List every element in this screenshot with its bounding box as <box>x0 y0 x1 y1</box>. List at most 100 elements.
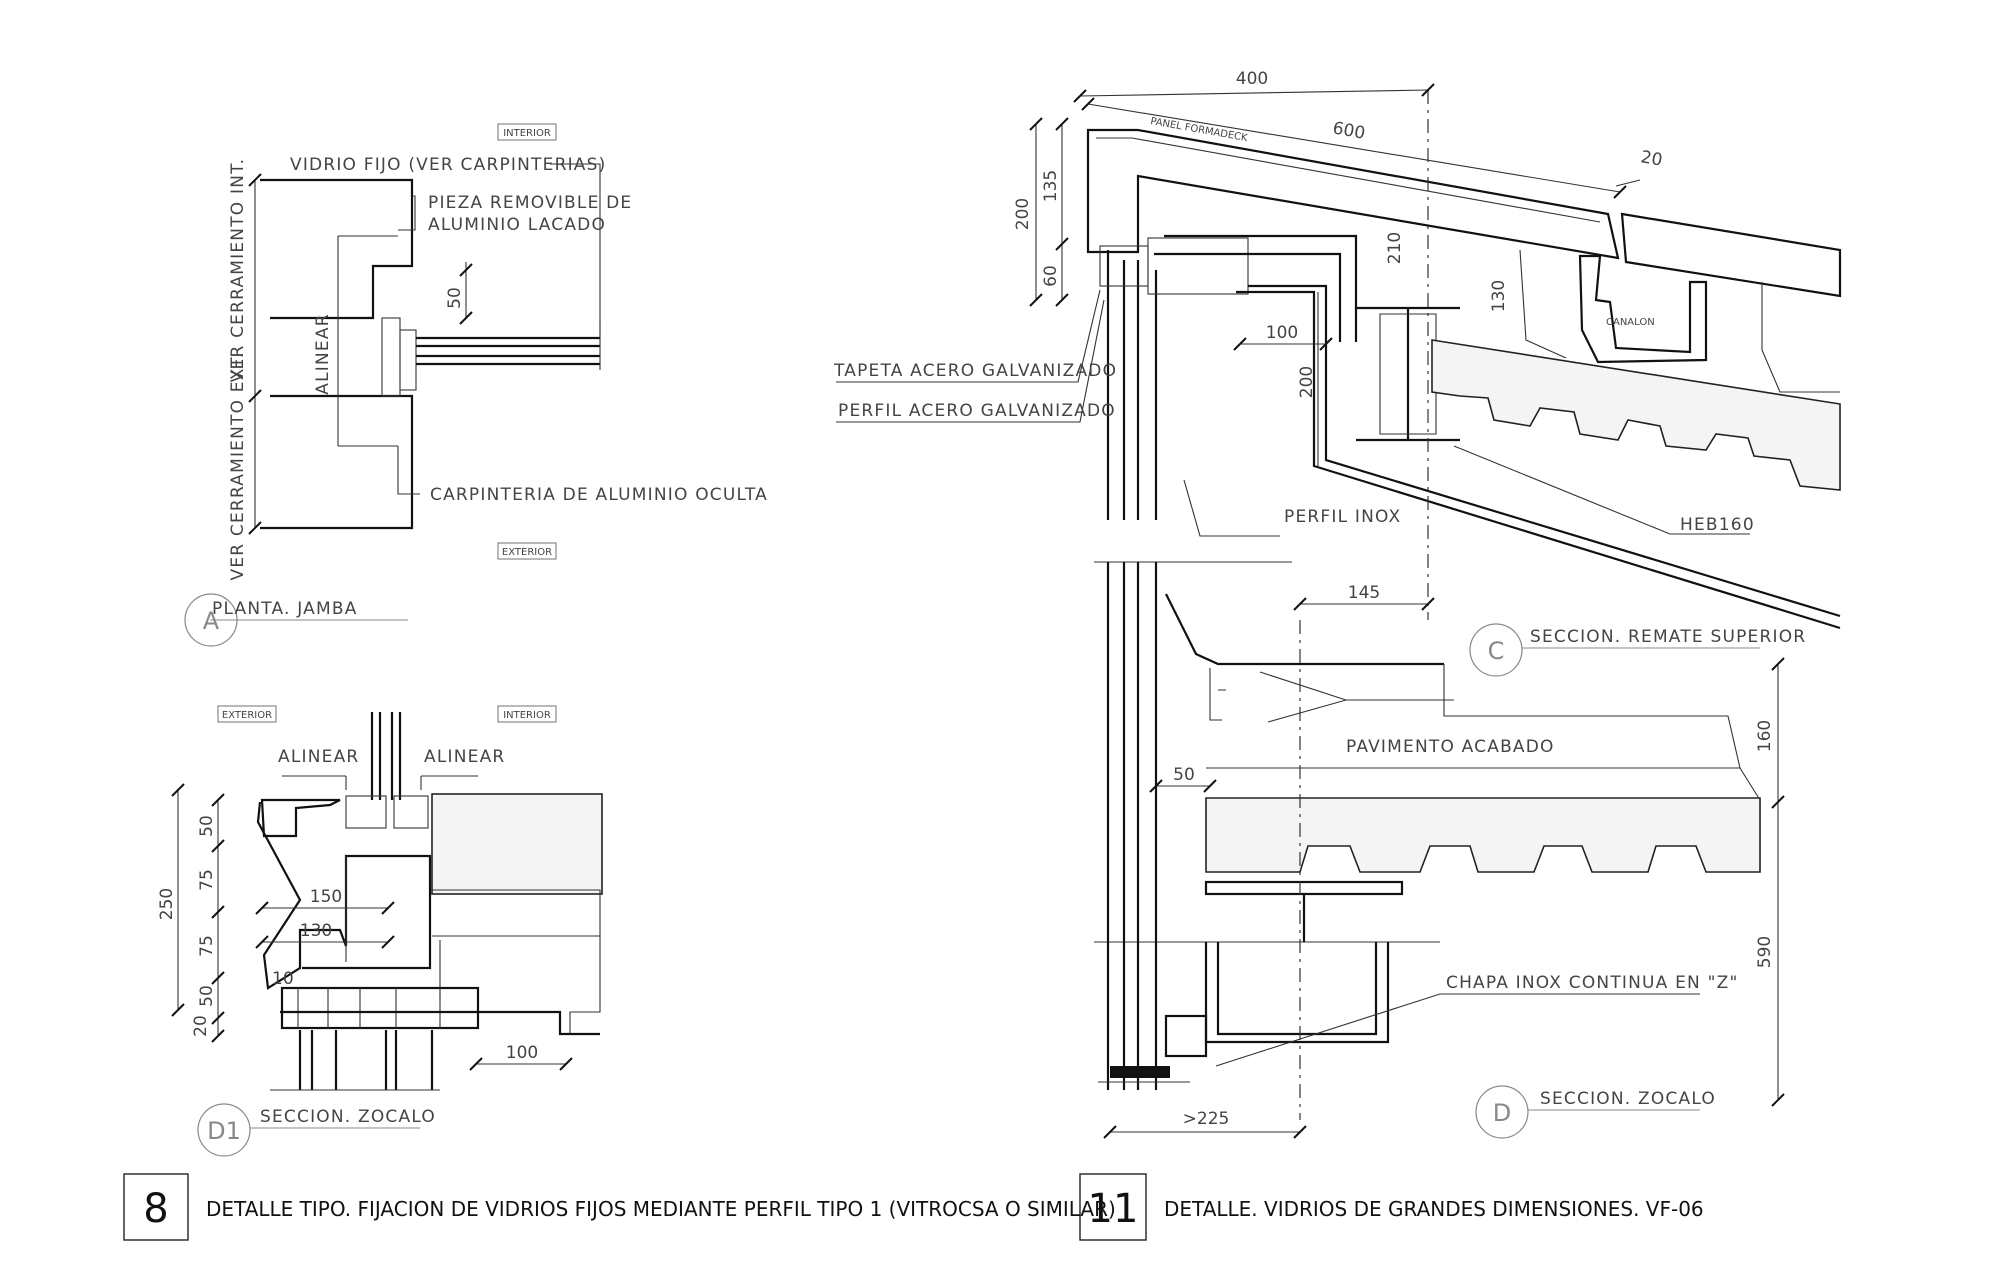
label-perfil-galv: PERFIL ACERO GALVANIZADO <box>838 401 1116 421</box>
caption-d: SECCION. ZOCALO <box>1540 1089 1716 1109</box>
dim-50b-text: 50 <box>197 985 217 1007</box>
perfil-galv-leader <box>836 299 1105 423</box>
tag-exterior-a <box>497 542 557 560</box>
label-pieza-removible-1: PIEZA REMOVIBLE DE <box>428 193 632 213</box>
dim-400-line <box>1079 89 1429 97</box>
label-alinear-right: ALINEAR <box>424 747 505 767</box>
cerramiento-ticks <box>248 173 262 535</box>
dim-600-text: 600 <box>1331 118 1366 143</box>
tag-interior-a <box>497 123 557 141</box>
base-profile <box>1164 1014 1208 1058</box>
title-11-text: DETALLE. VIDRIOS DE GRANDES DIMENSIONES.… <box>1164 1197 1704 1221</box>
caption-d1: SECCION. ZOCALO <box>260 1107 436 1127</box>
marker-d-circle <box>1475 1085 1529 1139</box>
plinth-top-profile <box>260 798 341 838</box>
dim-20c-leader <box>1615 179 1641 187</box>
heb160-web <box>1379 313 1437 435</box>
dim-130-ticks <box>255 935 395 949</box>
frame-profile <box>381 317 401 397</box>
detail-d-plinth-section: 145 50 160 590 >225 PAVIMENTO ACABADO CH… <box>1094 561 1785 1139</box>
floor-screed <box>431 793 603 895</box>
label-canalon: CANALON <box>1606 317 1655 328</box>
dim-chain-ticks <box>211 793 225 1043</box>
dim-75a-text: 75 <box>197 869 217 891</box>
dim-20c-text: 20 <box>1639 147 1664 170</box>
tag-interior-d1 <box>497 705 557 723</box>
marker-d1-circle <box>197 1103 251 1157</box>
dim-130c-text: 130 <box>1489 280 1509 312</box>
dim-250-ticks <box>171 783 185 1017</box>
pieza-leader <box>398 195 416 231</box>
vidrio-leader <box>550 163 601 338</box>
gutter-flashings <box>1519 249 1840 393</box>
marker-a-text: A <box>203 607 220 635</box>
sill-line <box>280 1010 600 1036</box>
dim-50d-ticks <box>1149 779 1217 793</box>
detail-d1-plinth-section: EXTERIOR INTERIOR ALINEAR ALINEAR 250 50… <box>157 705 603 1157</box>
label-alinear-a: ALINEAR <box>313 313 333 394</box>
soffit-lines <box>1236 284 1841 630</box>
steel-beam-flange <box>1204 880 1404 896</box>
glazing-bead <box>345 795 387 829</box>
glazing-bead-2 <box>393 795 429 829</box>
detail-a-plan-jamb: INTERIOR EXTERIOR 50 VIDRIO FIJO (VER CA… <box>184 123 767 647</box>
dim-135-text: 135 <box>1041 170 1061 202</box>
dim-400-text: 400 <box>1236 69 1268 89</box>
title-8-number-box <box>123 1173 189 1241</box>
tag-interior-d1-text: INTERIOR <box>503 710 551 721</box>
heb160-beam <box>1356 306 1460 442</box>
gutter-canalon <box>1578 254 1708 364</box>
plinth-stone-outline <box>256 801 432 990</box>
base-seal <box>1110 1066 1170 1078</box>
concrete-deck-c <box>1431 339 1841 491</box>
marker-d-text: D <box>1493 1099 1511 1127</box>
title-block-8: 8 DETALLE TIPO. FIJACION DE VIDRIOS FIJO… <box>123 1173 1116 1241</box>
dim-160-text: 160 <box>1755 720 1775 752</box>
label-tapeta: TAPETA ACERO GALVANIZADO <box>833 361 1117 381</box>
title-block-11: 11 DETALLE. VIDRIOS DE GRANDES DIMENSION… <box>1079 1173 1704 1241</box>
tapeta-leader <box>836 289 1101 383</box>
lower-glass <box>298 1030 434 1090</box>
marker-d1-text: D1 <box>207 1117 241 1145</box>
tag-exterior-a-text: EXTERIOR <box>502 547 552 558</box>
dim-50a-text: 50 <box>197 815 217 837</box>
tag-exterior-d1 <box>217 705 277 723</box>
dim-590-text: 590 <box>1755 936 1775 968</box>
facade-glass-upper <box>1106 250 1158 520</box>
title-8-number: 8 <box>143 1186 168 1232</box>
heb-leader <box>1453 445 1750 535</box>
chapa-inox-z <box>1204 942 1390 1044</box>
dim-100c-text: 100 <box>1266 323 1298 343</box>
tag-exterior-d1-text: EXTERIOR <box>222 710 272 721</box>
dim-vertical-d-ticks <box>1771 657 1785 1107</box>
facade-glass-lower <box>1106 562 1158 1090</box>
frame-profile-inner <box>399 329 417 391</box>
label-pieza-removible-2: ALUMINIO LACADO <box>428 215 606 235</box>
concrete-deck-d <box>1205 797 1761 873</box>
fixed-glass <box>416 336 600 366</box>
label-alinear-left: ALINEAR <box>278 747 359 767</box>
label-vidrio-fijo: VIDRIO FIJO (VER CARPINTERIAS) <box>290 155 606 175</box>
marker-c-circle <box>1469 623 1523 677</box>
dim-100-ticks <box>469 1057 573 1071</box>
alinear-guides <box>282 775 478 790</box>
dim-400-ticks <box>1073 83 1435 103</box>
lower-frame <box>280 986 480 1030</box>
label-pavimento: PAVIMENTO ACABADO <box>1346 737 1555 757</box>
dim-200b-text: 200 <box>1297 366 1317 398</box>
dim-100c-ticks <box>1233 337 1333 351</box>
dim-200a-text: 200 <box>1013 198 1033 230</box>
alignment-guide <box>337 235 398 447</box>
detail-c-top-finish: CANALON PANEL FORMADECK 400 600 20 200 1… <box>833 69 1842 677</box>
head-profile <box>1147 237 1249 295</box>
caption-c: SECCION. REMATE SUPERIOR <box>1530 627 1806 647</box>
label-chapa: CHAPA INOX CONTINUA EN "Z" <box>1446 973 1738 993</box>
tag-interior-a-text: INTERIOR <box>503 128 551 139</box>
dim-20-text: 20 <box>191 1015 211 1037</box>
lower-frame-ribs <box>297 988 441 1028</box>
stainless-profile <box>1154 234 1358 342</box>
dim-600-line <box>1087 103 1621 193</box>
perfil-inox-leader <box>1183 479 1280 537</box>
dim-60-text: 60 <box>1041 265 1061 287</box>
